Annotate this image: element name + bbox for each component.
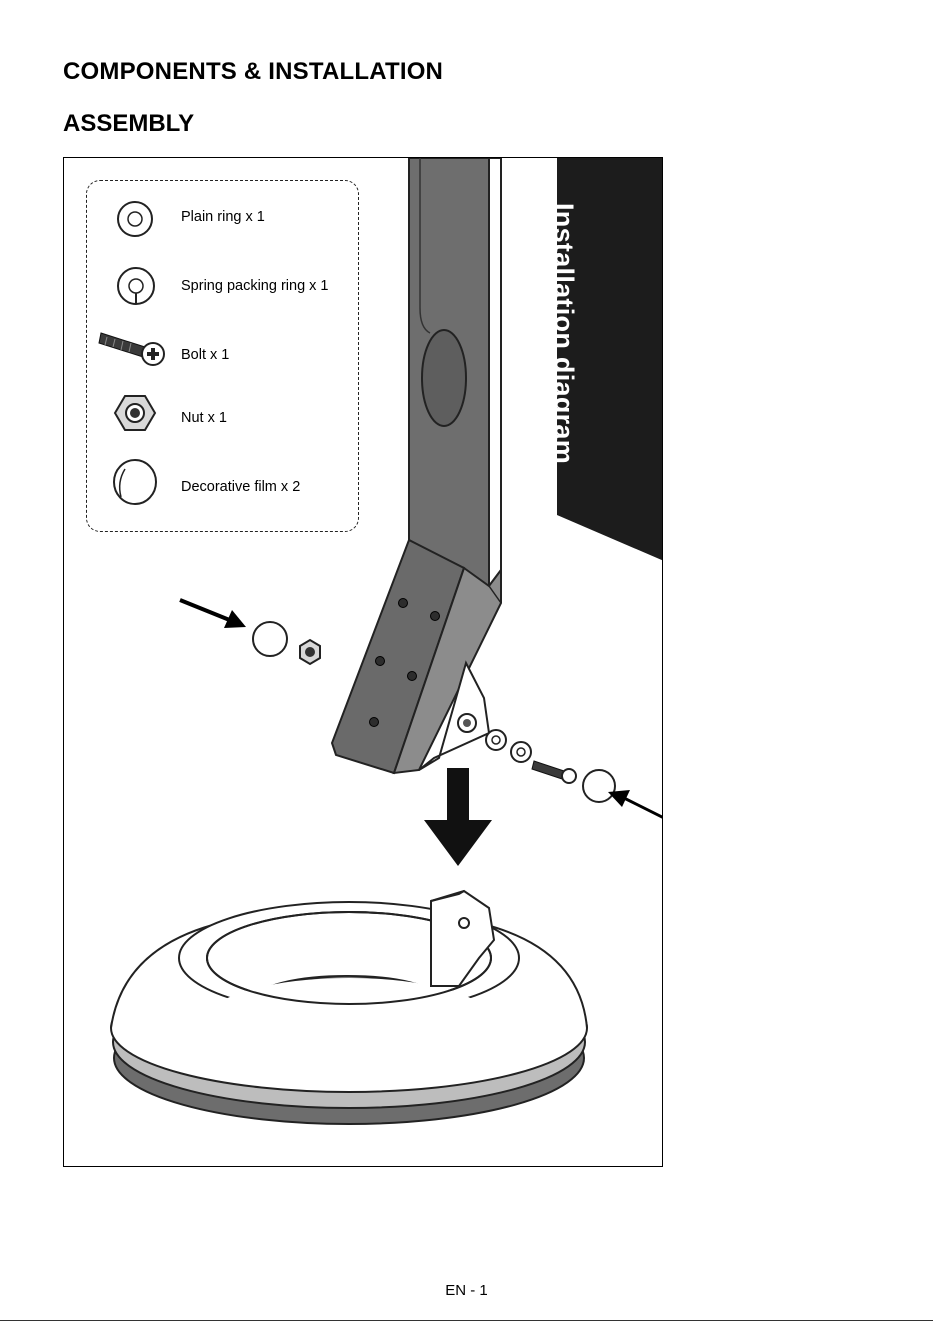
decorative-film bbox=[583, 770, 615, 802]
down-arrow bbox=[424, 768, 492, 866]
section-title: ASSEMBLY bbox=[63, 110, 194, 138]
part-label-nut: Nut x 1 bbox=[181, 410, 227, 426]
part-label-plain-ring: Plain ring x 1 bbox=[181, 209, 265, 225]
part-label-spring-ring: Spring packing ring x 1 bbox=[181, 278, 329, 294]
part-label-bolt: Bolt x 1 bbox=[181, 347, 229, 363]
plain-ring-icon bbox=[115, 199, 155, 239]
installation-figure: Plain ring x 1 Spring packing ring x 1 B… bbox=[63, 157, 663, 1167]
arm-slot bbox=[422, 330, 466, 426]
page-title: COMPONENTS & INSTALLATION bbox=[63, 58, 443, 86]
bottom-rule bbox=[0, 1320, 933, 1321]
spring-ring-icon bbox=[115, 265, 157, 307]
part-label-decorative-film: Decorative film x 2 bbox=[181, 479, 300, 495]
installation-diagram-label: Installation diagram bbox=[534, 203, 594, 493]
pointer-arrow-left bbox=[180, 600, 232, 621]
nut-icon bbox=[113, 393, 157, 433]
bolt bbox=[532, 761, 564, 779]
components-list: Plain ring x 1 Spring packing ring x 1 B… bbox=[86, 180, 359, 532]
decorative-film bbox=[253, 622, 287, 656]
bolt-icon bbox=[97, 321, 169, 371]
decorative-film-icon bbox=[111, 457, 159, 507]
pointer-arrow-right bbox=[624, 798, 663, 818]
page-number: EN - 1 bbox=[0, 1282, 933, 1299]
